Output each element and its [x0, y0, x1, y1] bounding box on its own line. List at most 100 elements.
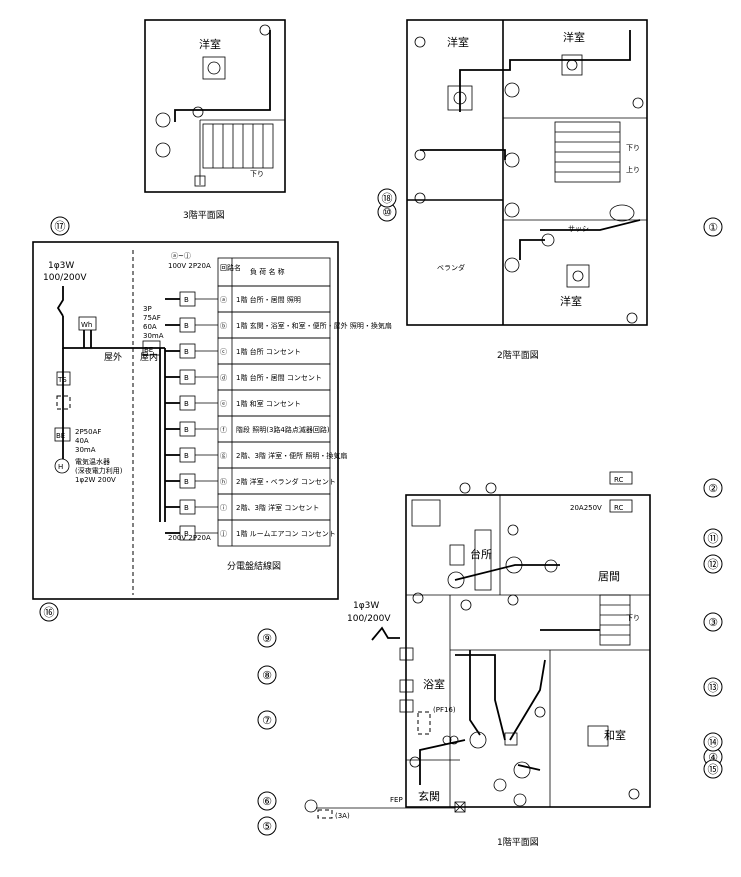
callout-number: ⑱ [382, 192, 393, 205]
heater-line-3: 1φ2W 200V [75, 476, 116, 484]
header-circuit: 回路名 [220, 263, 241, 272]
sub-breaker-line-1: 2P50AF [75, 428, 101, 436]
callout-number: ⑮ [708, 763, 719, 776]
callout-marker: ① [703, 217, 723, 237]
floor3-down-label: 下り [250, 170, 264, 178]
callout-marker: ⑧ [257, 665, 277, 685]
callout-marker: ⑱ [377, 188, 397, 208]
circuit-id: ⓒ [220, 348, 227, 356]
main-breaker-line-2: 75AF [143, 314, 161, 322]
circuit-id: ⓗ [220, 478, 227, 486]
callout-marker: ⑭ [703, 732, 723, 752]
breaker-label: B [184, 478, 189, 486]
callout-number: ⑰ [55, 220, 66, 233]
rc-spec-label: 20A250V [570, 504, 602, 512]
entrance-label: 玄関 [418, 789, 440, 803]
circuit-id: ⓔ [220, 400, 227, 408]
washitsu-label: 和室 [604, 728, 626, 742]
fep-label: FEP [390, 796, 403, 804]
bath-label: 浴室 [423, 677, 445, 691]
callout-number: ⑩ [382, 206, 392, 219]
callout-marker: ⑰ [50, 216, 70, 236]
circuit-id: ⓖ [220, 452, 227, 460]
sub-breaker-line-2: 40A [75, 437, 89, 445]
callout-number: ⑦ [262, 714, 272, 727]
callout-number: ⑭ [708, 736, 719, 749]
callout-number: ⑨ [262, 632, 272, 645]
circuit-name: 2階 洋室・ベランダ コンセント [236, 477, 336, 486]
panel-supply-voltage: 100/200V [43, 273, 87, 283]
callout-marker: ② [703, 478, 723, 498]
three-a-label: (3A) [335, 812, 350, 820]
living-label: 居間 [598, 570, 620, 583]
circuit-name: 1階 台所 コンセント [236, 347, 301, 356]
supply-voltage-label: 100/200V [347, 614, 391, 624]
outside-label: 屋外 [104, 351, 122, 363]
floor2-up-label: 上り [626, 165, 640, 174]
callout-number: ⑤ [262, 820, 272, 833]
panel-sub-be-label: BE [56, 432, 65, 440]
floor2-room-nw-label: 洋室 [447, 35, 469, 49]
callout-number: ⑬ [708, 681, 719, 694]
callout-marker: ⑥ [257, 791, 277, 811]
main-breaker-line-3: 60A [143, 323, 157, 331]
callout-marker: ⑪ [703, 528, 723, 548]
main-breaker-line-1: 3P [143, 305, 152, 313]
floor2-title: 2階平面図 [497, 350, 539, 361]
floor2-room-ne-label: 洋室 [563, 30, 585, 44]
panel-supply-phase: 1φ3W [48, 261, 74, 271]
circuit-id: ⓙ [220, 530, 227, 538]
breaker-label: B [184, 452, 189, 460]
breaker-label: B [184, 322, 189, 330]
circuit-name: 1階 ルームエアコン コンセント [236, 529, 336, 538]
callout-marker: ⑬ [703, 677, 723, 697]
panel-diagram: 1φ3W 100/200V Wh TS BE H 2P50AF 40A 30mA… [32, 241, 392, 600]
floor1-down-label: 下り [626, 614, 640, 622]
circuit-name: 1階 和室 コンセント [236, 399, 301, 408]
callout-marker: ⑨ [257, 628, 277, 648]
inside-label: 屋内 [140, 351, 158, 363]
callout-number: ② [708, 482, 718, 495]
circuit-id: ⓘ [220, 504, 227, 512]
circuit-name: 2階、3階 洋室・便所 照明・換気扇 [236, 451, 347, 460]
header-load: 負 荷 名 称 [250, 267, 285, 276]
pf-label: (PF16) [433, 706, 456, 714]
breaker-label: B [184, 374, 189, 382]
floor2-room-s-label: 洋室 [560, 294, 582, 308]
floor3-title: 3階平面図 [183, 210, 225, 221]
callout-number: ⑧ [262, 669, 272, 682]
callout-marker: ③ [703, 612, 723, 632]
circuit-name: 1階 玄関・浴室・和室・便所・屋外 照明・換気扇 [236, 321, 392, 330]
callout-number: ⑯ [44, 606, 55, 619]
callout-number: ⑥ [262, 795, 272, 808]
callout-number: ⑪ [708, 532, 719, 545]
floor3-room-label: 洋室 [199, 37, 221, 51]
heater-mark: H [58, 463, 63, 471]
panel-wh-label: Wh [81, 321, 92, 329]
breaker-label: B [184, 426, 189, 434]
callout-marker: ⑮ [703, 759, 723, 779]
main-be-label: BE [144, 346, 153, 354]
floor1-plan: RC RC 台所 居間 浴室 和室 玄関 下り 20A250V (P [304, 471, 651, 848]
kitchen-label: 台所 [470, 547, 492, 561]
callout-number: ③ [708, 616, 718, 629]
floor2-sash-label: サッシ [568, 225, 589, 233]
main-breaker-line-4: 30mA [143, 332, 164, 340]
breaker-label: B [184, 504, 189, 512]
heater-line-1: 電気温水器 [75, 457, 110, 466]
callout-marker: ⑩ [377, 202, 397, 222]
floor3-plan: 洋室 下り 3階平面図 [144, 19, 286, 221]
floor2-plan: 洋室 洋室 洋室 ベランダ サッシ 下り 上り 2階平面図 [406, 19, 648, 361]
breaker-label: B [184, 530, 189, 538]
supply-phase-label: 1φ3W [353, 601, 379, 611]
